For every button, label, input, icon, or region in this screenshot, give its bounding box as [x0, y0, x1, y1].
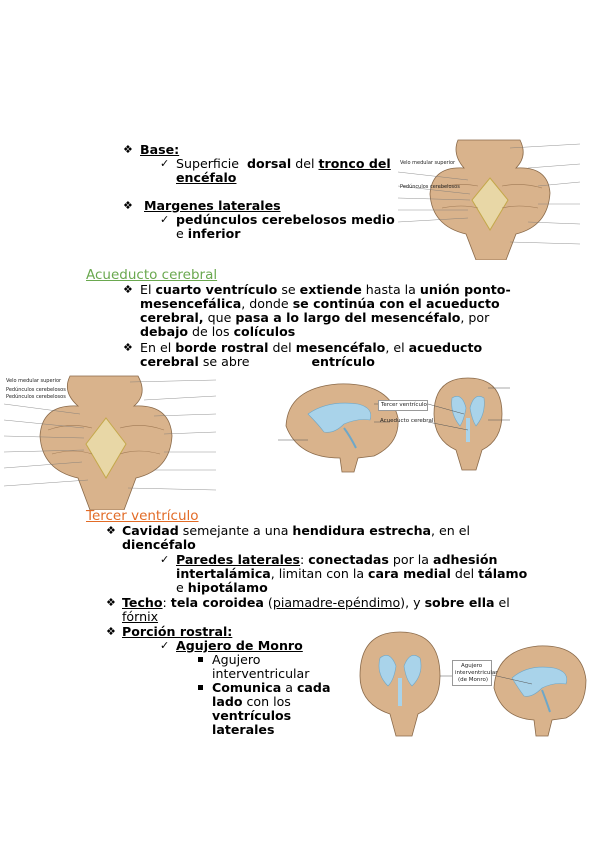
- figure-label: Tercer ventrículo: [381, 402, 427, 408]
- brainstem-dorsal-figure-left: Velo medular superior Pedúnculos cerebel…: [4, 374, 216, 510]
- figure-label: interventricular: [455, 670, 498, 676]
- figure-label: Pedúnculos cerebelosos: [400, 184, 460, 190]
- brain-ventricles-illustration: [278, 377, 510, 473]
- diamond-bullet-icon: ❖: [123, 341, 133, 354]
- tercer-paredes-line-3: e hipotálamo: [176, 580, 268, 595]
- margenes-line-1: pedúnculos cerebelosos medio: [176, 212, 395, 227]
- brain-monro-figure: Agujero interventricular (de Monro): [356, 628, 588, 738]
- base-label: Base:: [140, 142, 180, 157]
- acueducto-title: Acueducto cerebral: [86, 267, 218, 283]
- brain-ventricles-figure: Tercer ventrículo Acueducto cerebral: [278, 374, 510, 474]
- tercer-agujero-line-1: Agujero: [212, 652, 261, 667]
- base-line-1: Superficie dorsal del tronco del: [176, 156, 391, 171]
- figure-label: Pedúnculos cerebelosos: [6, 387, 66, 393]
- tercer-comunica-line-3: ventrículos: [212, 708, 292, 723]
- diamond-bullet-icon: ❖: [123, 143, 133, 156]
- figure-label-box: Tercer ventrículo: [378, 400, 428, 411]
- figure-label-box: Agujero interventricular (de Monro): [452, 660, 498, 686]
- margenes-label: Margenes laterales: [144, 198, 281, 213]
- square-bullet-icon: [198, 657, 203, 662]
- brain-monro-illustration: [359, 631, 587, 737]
- diamond-bullet-icon: ❖: [123, 199, 133, 212]
- tercer-comunica-line-4: laterales: [212, 722, 275, 737]
- tercer-comunica-line-1: Comunica a cada: [212, 680, 331, 695]
- acueducto-p1-line-1: El cuarto ventrículo se extiende hasta l…: [140, 282, 511, 297]
- checkmark-icon: ✓: [160, 213, 170, 226]
- figure-label: Pedúnculos cerebelosos: [6, 394, 66, 400]
- brainstem-illustration: [398, 139, 580, 260]
- tercer-techo-line-1: Techo: tela coroidea (piamadre-epéndimo)…: [122, 595, 510, 610]
- diamond-outline-bullet-icon: ❖: [106, 596, 116, 609]
- diamond-outline-bullet-icon: ❖: [106, 524, 116, 537]
- figure-label: (de Monro): [458, 677, 489, 683]
- acueducto-p1-line-3: cerebral, que pasa a lo largo del mesenc…: [140, 310, 490, 325]
- tercer-agujero-monro: Agujero de Monro: [176, 638, 303, 653]
- brainstem-illustration: [4, 375, 216, 510]
- tercer-porcion-rostral: Porción rostral:: [122, 624, 233, 639]
- checkmark-icon: ✓: [160, 553, 170, 566]
- base-line-2: encéfalo: [176, 170, 237, 185]
- square-bullet-icon: [198, 685, 203, 690]
- tercer-cavidad-line-2: diencéfalo: [122, 537, 196, 552]
- checkmark-icon: ✓: [160, 639, 170, 652]
- tercer-paredes-line-2: intertalámica, limitan con la cara media…: [176, 566, 528, 581]
- acueducto-p1-line-4: debajo de los colículos: [140, 324, 296, 339]
- tercer-agujero-line-2: interventricular: [212, 666, 310, 681]
- tercer-paredes-line-1: Paredes laterales: conectadas por la adh…: [176, 552, 498, 567]
- figure-label: Agujero: [461, 663, 483, 669]
- checkmark-icon: ✓: [160, 157, 170, 170]
- tercer-title: Tercer ventrículo: [86, 508, 199, 524]
- diamond-outline-bullet-icon: ❖: [123, 283, 133, 296]
- figure-label: Velo medular superior: [6, 378, 62, 384]
- tercer-comunica-line-2: lado con los: [212, 694, 291, 709]
- acueducto-p2-line-1: En el borde rostral del mesencéfalo, el …: [140, 340, 483, 355]
- tercer-techo-line-2: fórnix: [122, 609, 159, 624]
- figure-label: Acueducto cerebral: [380, 418, 434, 424]
- acueducto-p1-line-2: mesencefálica, donde se continúa con el …: [140, 296, 500, 311]
- margenes-line-2: e inferior: [176, 226, 241, 241]
- brainstem-dorsal-figure: Velo medular superior Pedúnculos cerebel…: [398, 138, 580, 260]
- diamond-outline-bullet-icon: ❖: [106, 625, 116, 638]
- figure-label: Velo medular superior: [400, 160, 456, 166]
- acueducto-p2-line-2: cerebral se abre entrículo: [140, 354, 375, 369]
- tercer-cavidad-line-1: Cavidad semejante a una hendidura estrec…: [122, 523, 471, 538]
